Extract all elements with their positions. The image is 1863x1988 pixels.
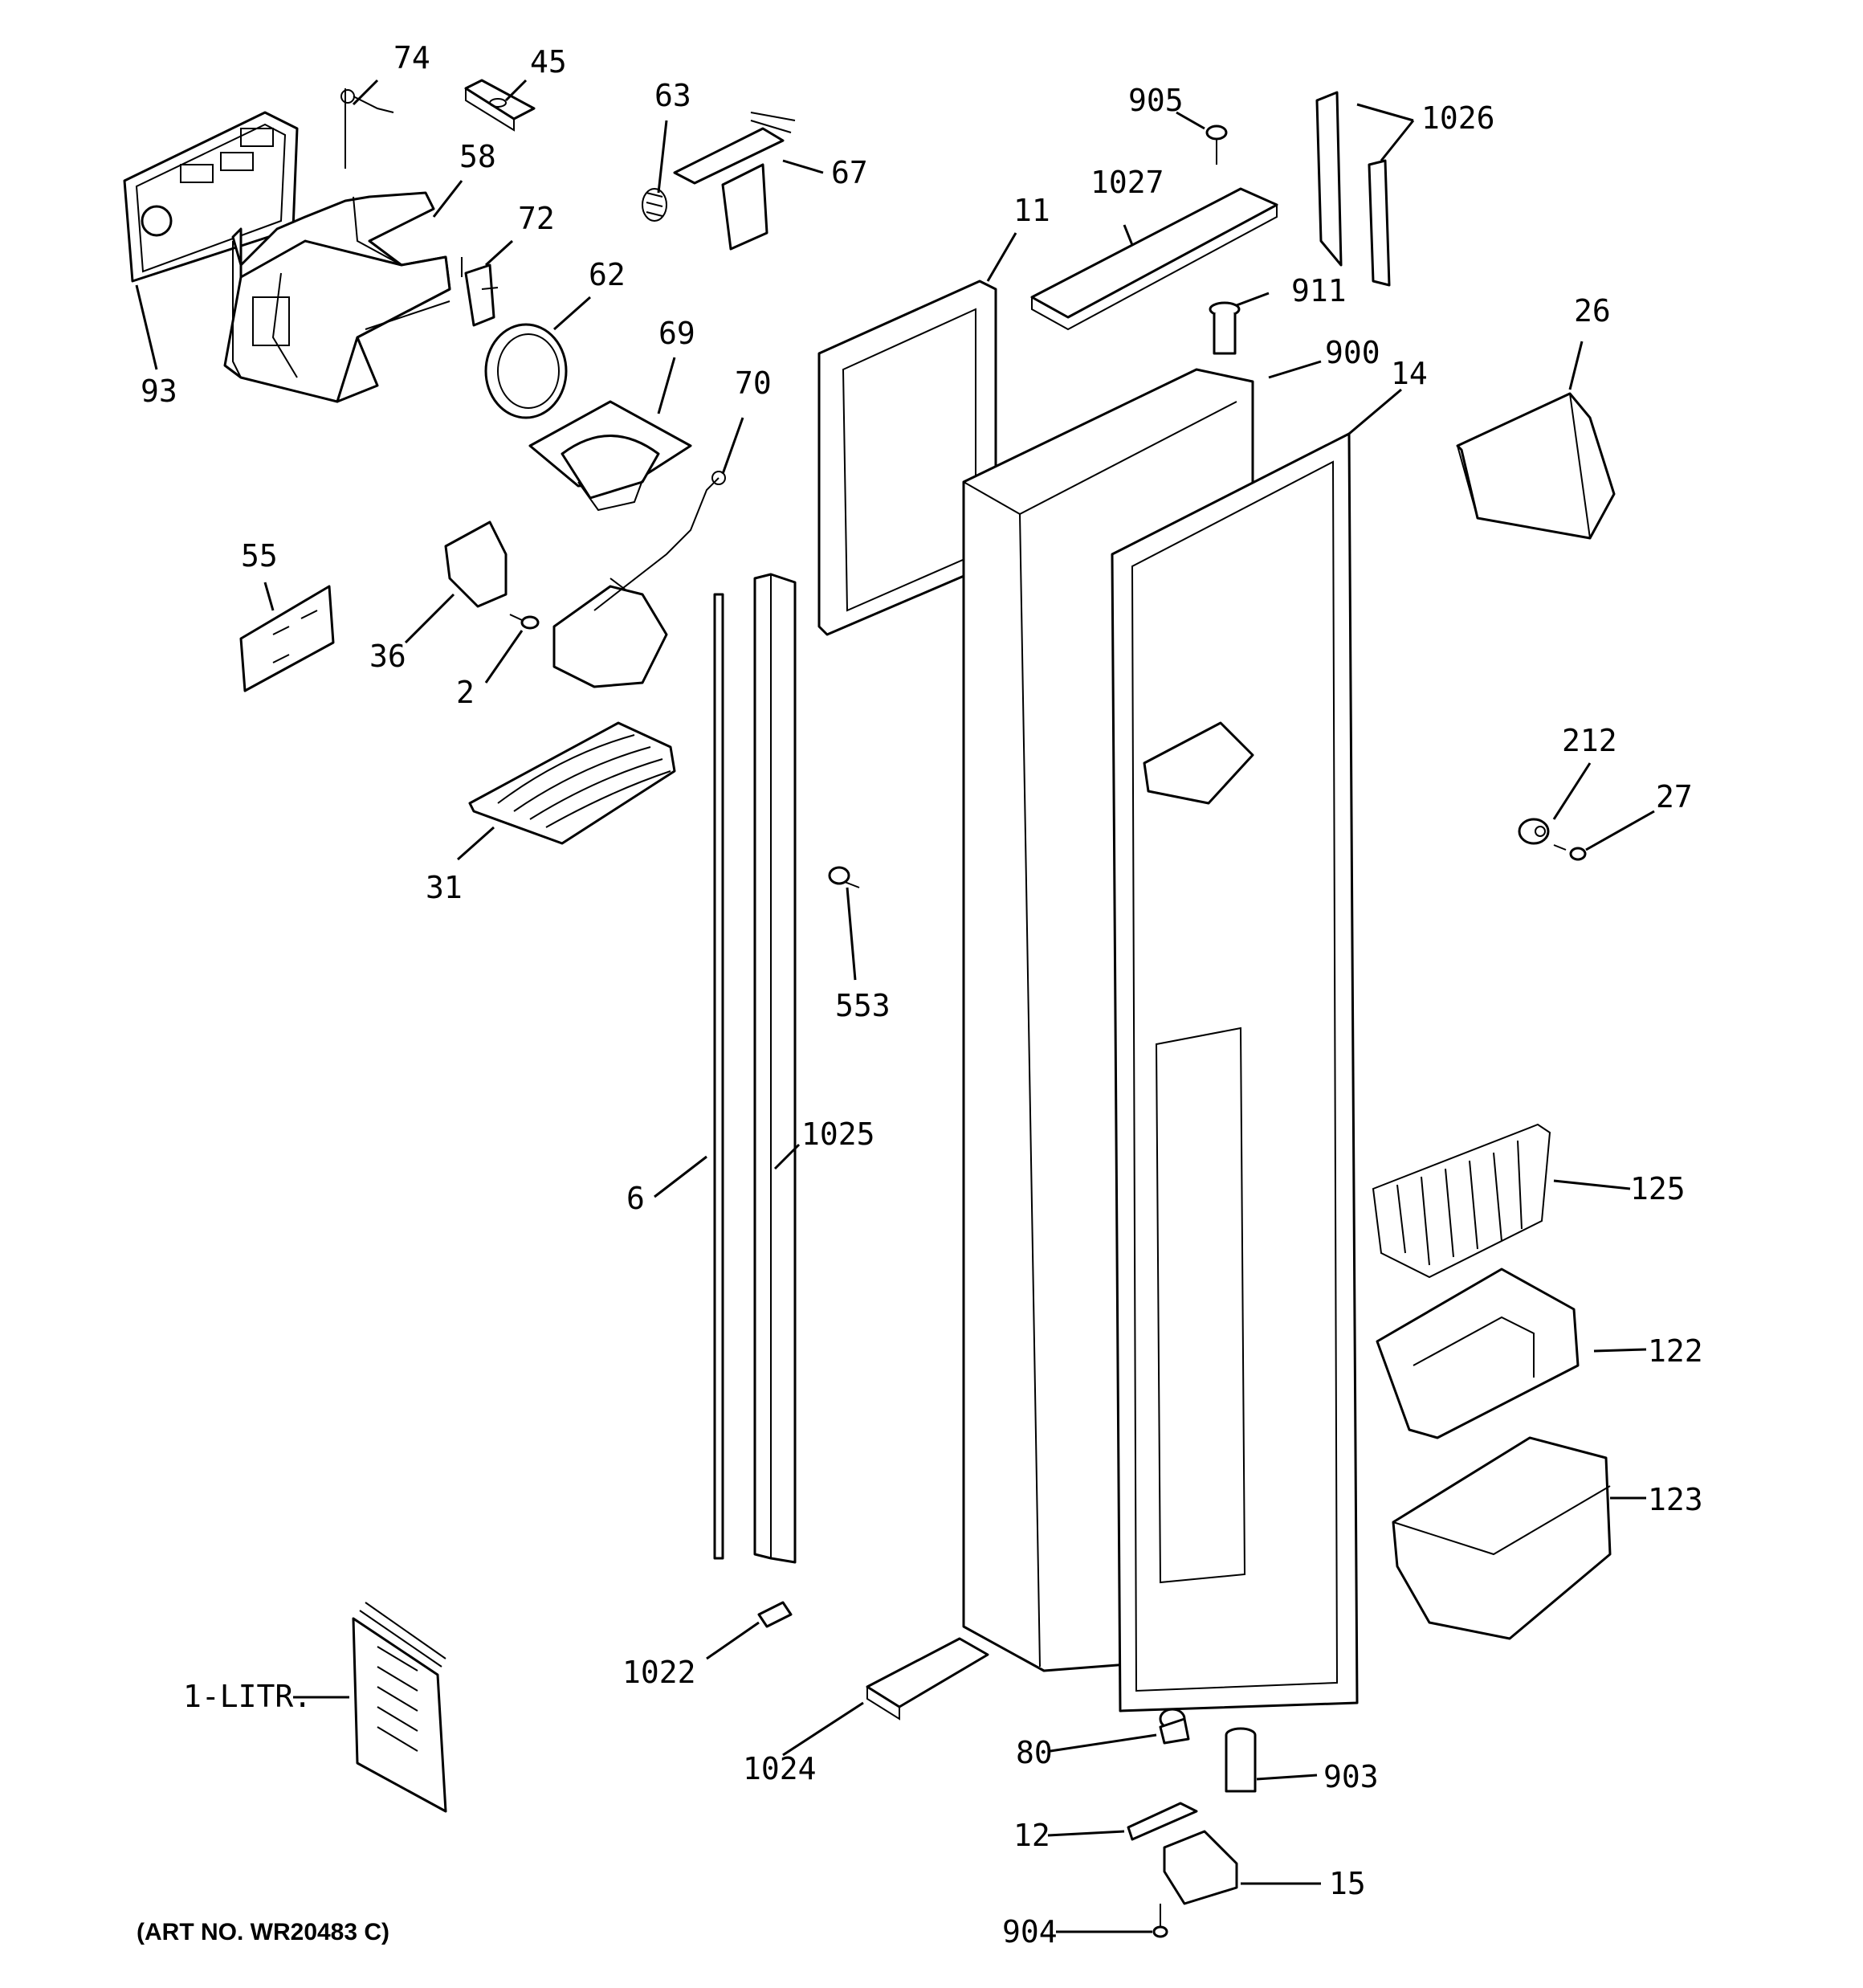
callout-903: 903 <box>1323 1759 1379 1794</box>
callout-1027: 1027 <box>1090 165 1164 200</box>
callout-63: 63 <box>654 78 691 113</box>
part-1025-channel <box>753 573 797 1564</box>
callout-6: 6 <box>626 1181 645 1216</box>
part-122-bin <box>1376 1268 1580 1439</box>
part-1-literature <box>352 1602 447 1813</box>
part-1026-seal <box>1315 91 1391 287</box>
part-31-grille <box>468 721 676 845</box>
part-123-bin <box>1392 1436 1612 1640</box>
callout-212: 212 <box>1562 723 1617 758</box>
callout-2: 2 <box>456 675 475 710</box>
part-1027-trim <box>1030 187 1278 331</box>
callout-27: 27 <box>1656 779 1693 814</box>
callout-31: 31 <box>426 870 463 905</box>
part-80-pin <box>1159 1708 1190 1745</box>
part-1022-clip <box>757 1601 793 1628</box>
callout-15: 15 <box>1329 1866 1366 1901</box>
part-63-67-pivot <box>642 112 796 251</box>
callout-122: 122 <box>1648 1333 1703 1369</box>
part-72-switch <box>461 257 499 327</box>
part-553-plug <box>828 866 860 888</box>
part-93-control-board <box>123 111 299 283</box>
callout-67: 67 <box>831 155 868 190</box>
part-12-shim <box>1127 1802 1198 1841</box>
callout-553: 553 <box>835 988 891 1023</box>
part-125-wire-shelf <box>1372 1123 1551 1279</box>
part-36-hinge-bracket <box>444 520 508 608</box>
callout-74: 74 <box>393 40 430 76</box>
part-1024-bracket <box>866 1637 989 1721</box>
callout-62: 62 <box>589 257 626 292</box>
part-45-bracket <box>464 79 536 132</box>
callout-1-litr: 1-LITR. <box>183 1679 312 1714</box>
callout-1024: 1024 <box>743 1751 817 1786</box>
part-212-27-fasteners <box>1518 818 1587 861</box>
callout-58: 58 <box>459 139 496 174</box>
part-26-bin <box>1456 392 1616 540</box>
part-2-screw <box>509 614 540 630</box>
callout-1025: 1025 <box>801 1116 875 1152</box>
part-905-screw <box>1205 125 1228 165</box>
callout-904: 904 <box>1002 1914 1058 1949</box>
callout-1026: 1026 <box>1421 100 1495 136</box>
part-58-dispenser-housing <box>223 191 451 403</box>
part-70-chute <box>552 471 726 688</box>
callout-12: 12 <box>1013 1818 1050 1853</box>
part-74-spring <box>340 88 394 169</box>
callout-93: 93 <box>141 374 177 409</box>
part-6-tube <box>713 593 724 1560</box>
callout-1022: 1022 <box>622 1655 696 1690</box>
callout-80: 80 <box>1016 1735 1053 1770</box>
callout-123: 123 <box>1648 1482 1703 1517</box>
callout-72: 72 <box>518 201 555 236</box>
callout-911: 911 <box>1291 273 1347 308</box>
callout-14: 14 <box>1391 356 1428 391</box>
callout-26: 26 <box>1574 293 1611 329</box>
part-69-funnel <box>528 400 692 512</box>
callout-905: 905 <box>1128 83 1184 118</box>
callout-70: 70 <box>735 365 772 401</box>
part-911-bushing <box>1209 301 1241 355</box>
leader-lines <box>135 79 1655 1933</box>
art-number: (ART NO. WR20483 C) <box>137 1919 389 1945</box>
callout-125: 125 <box>1630 1171 1686 1206</box>
part-904-screw <box>1152 1904 1168 1938</box>
part-14-door-inner <box>1111 432 1359 1712</box>
part-62-ring <box>484 323 568 419</box>
callout-69: 69 <box>658 316 695 351</box>
part-903-bushing <box>1225 1727 1257 1793</box>
callout-11: 11 <box>1013 193 1050 228</box>
callout-36: 36 <box>369 639 406 674</box>
callout-900: 900 <box>1325 335 1380 370</box>
part-15-hinge <box>1163 1830 1238 1905</box>
part-55-bracket <box>239 585 335 692</box>
callout-45: 45 <box>530 44 567 80</box>
callout-55: 55 <box>241 538 278 574</box>
